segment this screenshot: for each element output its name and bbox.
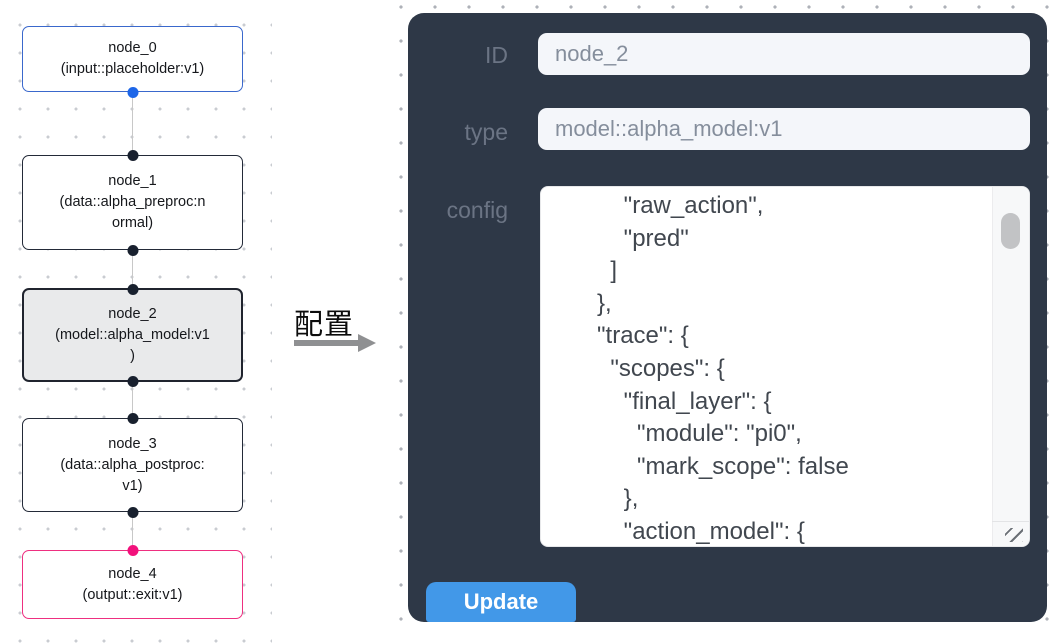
resize-handle-icon[interactable] (1005, 528, 1023, 542)
connector-line (131, 512, 133, 550)
node-title: node_0 (108, 40, 157, 56)
node-title: node_1 (108, 173, 157, 189)
port-bottom[interactable] (127, 375, 138, 387)
node-subtitle: (data::alpha_preproc:n (59, 194, 206, 210)
port-top[interactable] (127, 283, 138, 295)
scrollbar-corner (992, 521, 1029, 546)
scrollbar-track[interactable] (992, 187, 1029, 546)
node-subtitle: v1) (122, 477, 143, 494)
node-node_4[interactable]: node_4(output::exit:v1) (22, 544, 243, 619)
port-top[interactable] (127, 412, 138, 424)
config-line: "raw_action", (557, 192, 764, 219)
config-line: }, (557, 485, 639, 513)
config-line: "scopes": { (557, 354, 725, 382)
scrollbar-thumb[interactable] (1001, 213, 1020, 249)
port-top[interactable] (127, 149, 138, 161)
config-line: }, (557, 289, 612, 317)
id-label: ID (485, 42, 508, 68)
config-line: "final_layer": { (557, 387, 772, 415)
node-title: node_2 (108, 305, 157, 322)
config-line: "action_model": { (557, 517, 805, 545)
config-textarea[interactable]: "raw_action", "pred" ] }, "trace": { "sc… (540, 186, 1030, 547)
arrow-head (358, 334, 376, 352)
node-node_0[interactable]: node_0(input::placeholder:v1) (22, 26, 243, 98)
type-input[interactable] (538, 108, 1030, 150)
node-title: node_4 (108, 565, 157, 582)
update-button[interactable]: Update (426, 582, 576, 622)
config-label: config (446, 197, 508, 223)
config-text: "raw_action", "pred" ] }, "trace": { "sc… (541, 187, 992, 546)
config-canvas: ID type config "raw_action", "pred" ] },… (396, 0, 1062, 643)
node-subtitle: ormal) (111, 215, 154, 231)
connector-line (131, 382, 133, 418)
node-subtitle: ) (130, 347, 135, 364)
connector-line (131, 92, 133, 155)
type-label: type (464, 119, 508, 145)
arrow-right-icon (294, 334, 380, 352)
config-line: "pred" (557, 224, 689, 252)
transfer-label: 配置 (294, 309, 355, 341)
port-top[interactable] (127, 544, 138, 556)
arrow-shaft (294, 340, 360, 346)
id-input[interactable] (538, 33, 1030, 75)
config-line: ] (557, 257, 618, 285)
node-node_3[interactable]: node_3(data::alpha_postproc:v1) (22, 412, 243, 518)
connector-line (131, 250, 133, 288)
node-title: node_3 (108, 435, 157, 452)
config-line: "module": "pi0", (557, 420, 802, 448)
node-subtitle: (input::placeholder:v1) (60, 61, 205, 77)
port-bottom[interactable] (127, 244, 138, 256)
config-line: "mark_scope": false (557, 452, 849, 480)
node-node_2[interactable]: node_2(model::alpha_model:v1) (22, 283, 243, 387)
node-subtitle: (output::exit:v1) (82, 586, 183, 603)
node-subtitle: (data::alpha_postproc: (60, 456, 205, 473)
node-subtitle: (model::alpha_model:v1 (55, 326, 210, 343)
config-line: "trace": { (557, 322, 689, 350)
flow-canvas[interactable]: node_0(input::placeholder:v1)node_1(data… (0, 0, 272, 643)
port-bottom[interactable] (127, 86, 138, 98)
port-bottom[interactable] (127, 506, 138, 518)
config-panel: ID type config "raw_action", "pred" ] },… (408, 13, 1047, 622)
